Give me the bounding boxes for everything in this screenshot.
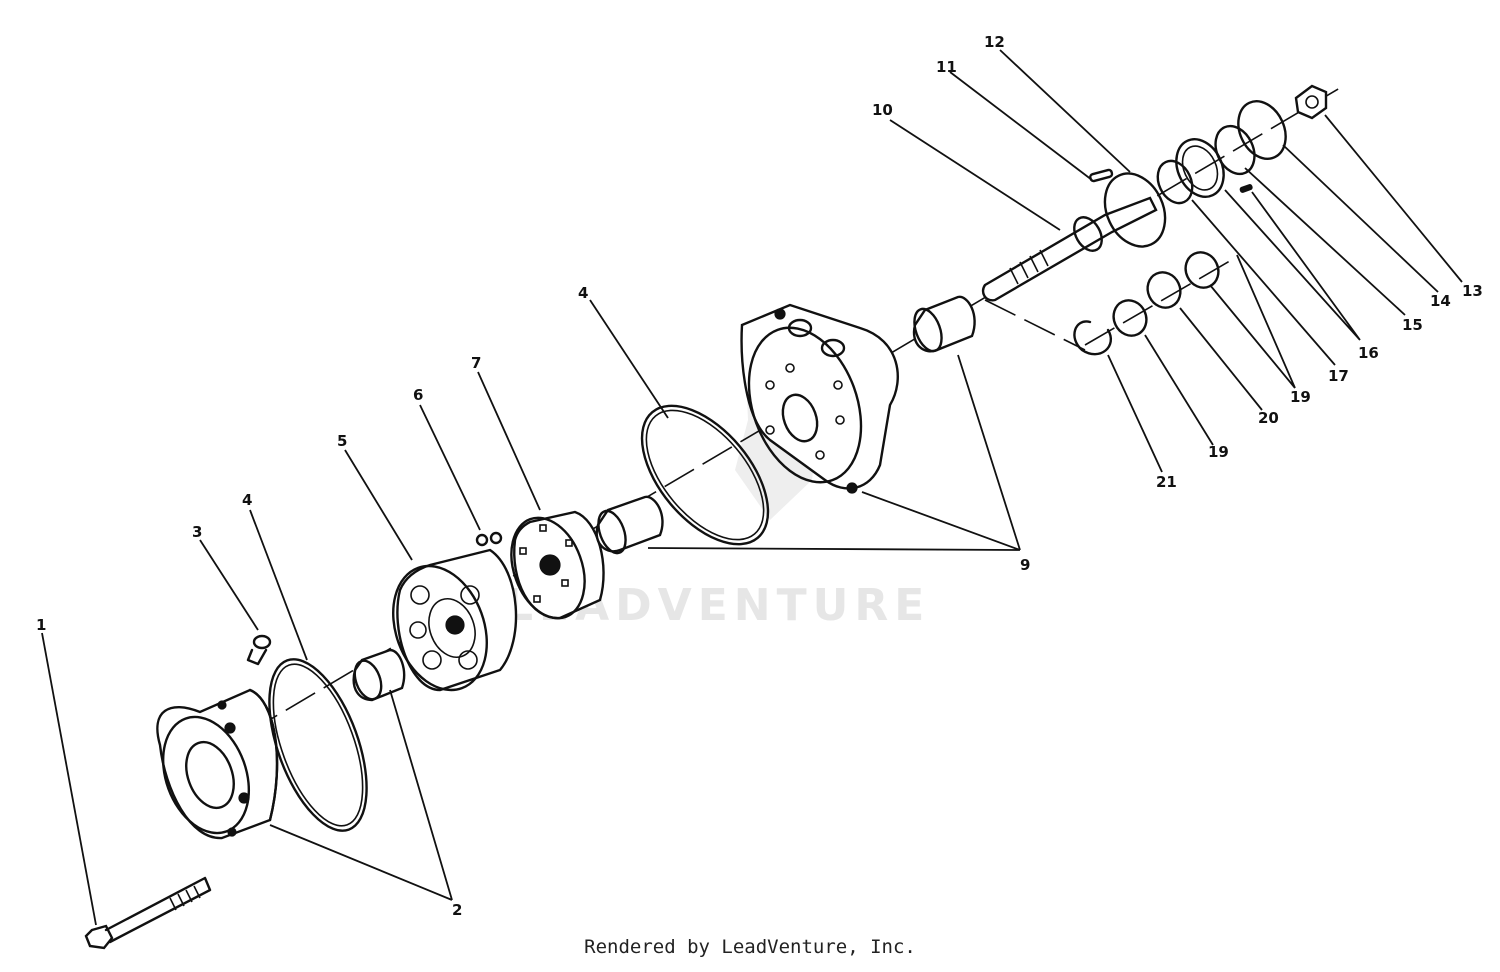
callout-14: 14 — [1430, 292, 1451, 310]
callout-labels: 1 2 3 4 4 5 6 7 9 10 11 12 13 14 15 16 1… — [36, 33, 1483, 919]
part-12-ring — [1103, 172, 1167, 248]
callout-16: 16 — [1358, 344, 1379, 362]
callout-3: 3 — [192, 523, 202, 541]
callout-10: 10 — [872, 101, 893, 119]
part-10-shaft — [981, 196, 1158, 302]
part-20-washer — [1146, 271, 1182, 309]
callout-9: 9 — [1020, 556, 1030, 574]
part-17-seal — [1156, 159, 1194, 205]
callout-21: 21 — [1156, 473, 1177, 491]
part-3-plug — [246, 634, 272, 666]
part-21-snap-ring — [1073, 320, 1113, 356]
callout-4-left: 4 — [242, 491, 252, 509]
part-16-pin — [1239, 184, 1253, 193]
lower-washer-axis — [984, 257, 1236, 351]
callout-15: 15 — [1402, 316, 1423, 334]
callout-7: 7 — [471, 354, 481, 372]
part-1-bolt — [84, 876, 212, 950]
footer-credit: Rendered by LeadVenture, Inc. — [584, 936, 916, 958]
part-9-needle-bearing — [912, 295, 976, 353]
callout-17: 17 — [1328, 367, 1349, 385]
part-7-valve-plate — [510, 510, 605, 620]
callout-11: 11 — [936, 58, 957, 76]
callout-1: 1 — [36, 616, 46, 634]
part-6-balls — [475, 531, 503, 547]
part-5-rotor-housing — [392, 548, 518, 692]
callout-19-upper: 19 — [1290, 388, 1311, 406]
part-2-bearing — [352, 648, 406, 702]
part-19-washer-upper — [1184, 251, 1220, 289]
callout-4-right: 4 — [578, 284, 588, 302]
leader-lines — [41, 49, 1463, 926]
part-4-seal-ring-left — [268, 658, 368, 832]
callout-20: 20 — [1258, 409, 1279, 427]
part-2-end-cap — [156, 688, 279, 840]
callout-19-lower: 19 — [1208, 443, 1229, 461]
part-16-seal — [1175, 138, 1225, 198]
part-11-key — [1089, 168, 1114, 183]
callout-2: 2 — [452, 901, 462, 919]
callout-13: 13 — [1462, 282, 1483, 300]
part-14-retaining-ring — [1237, 100, 1287, 160]
part-13-nut — [1294, 84, 1328, 120]
part-4-seal-ring-right — [640, 404, 770, 546]
callout-5: 5 — [337, 432, 347, 450]
part-9-bushing — [595, 495, 664, 555]
part-9-main-housing — [740, 303, 899, 494]
callout-12: 12 — [984, 33, 1005, 51]
callout-6: 6 — [413, 386, 423, 404]
